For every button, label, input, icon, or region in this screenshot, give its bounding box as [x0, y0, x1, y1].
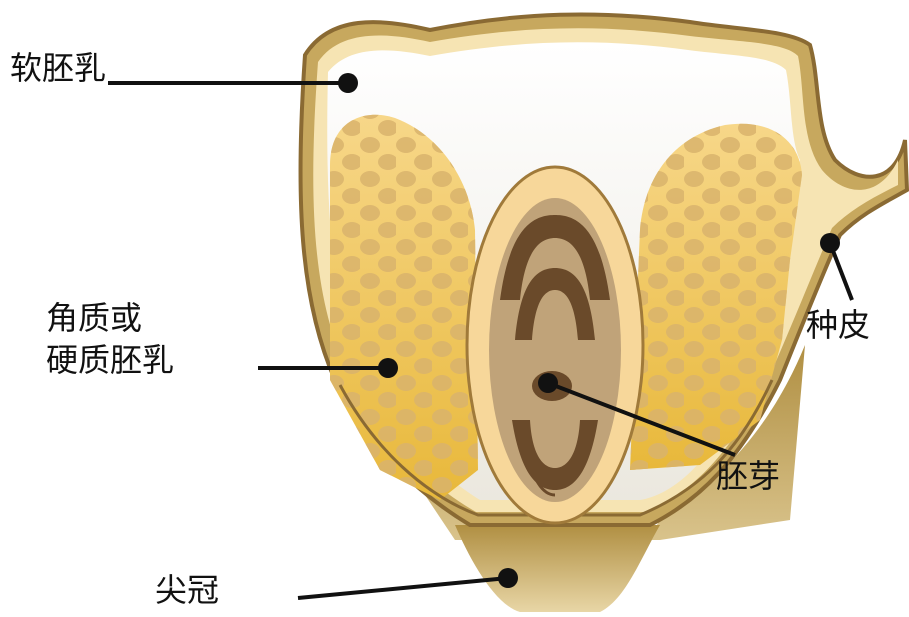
label-seed-coat: 种皮 — [806, 305, 870, 345]
embryo — [467, 167, 643, 523]
label-horny-endosperm-line2: 硬质胚乳 — [46, 340, 174, 380]
label-tip-cap: 尖冠 — [155, 570, 219, 610]
label-soft-endosperm: 软胚乳 — [10, 48, 106, 88]
label-horny-endosperm-line1: 角质或 — [46, 298, 142, 338]
label-embryo: 胚芽 — [716, 456, 780, 496]
